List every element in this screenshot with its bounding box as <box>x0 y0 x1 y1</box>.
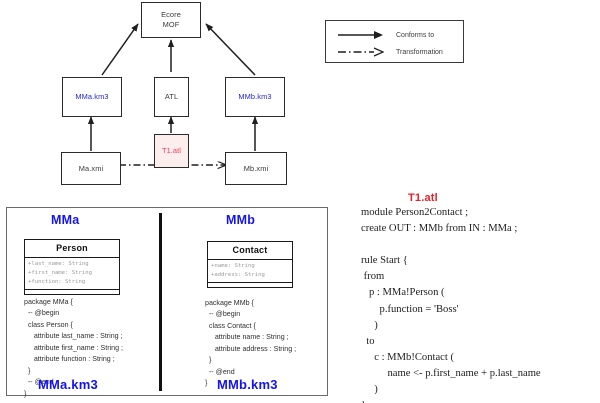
uml-class-contact: Contact +name: String +address: String <box>207 241 293 288</box>
node-ma-xmi: Ma.xmi <box>61 152 121 185</box>
legend-label-transformation: Transformation <box>396 48 443 56</box>
arrow-mma-to-ecore <box>101 23 139 76</box>
mma-km3-code: package MMa { -- @begin class Person { a… <box>24 298 123 398</box>
node-t1-atl-label: T1.atl <box>161 146 182 155</box>
node-ecore-mof: Ecore MOF <box>141 2 201 38</box>
node-mmb-km3: MMb.km3 <box>225 77 285 117</box>
uml-class-person: Person +last_name: String +first_name: S… <box>24 239 120 295</box>
legend-item-conforms-to: Conforms to <box>338 30 434 40</box>
dashed-arrow-icon <box>338 47 384 57</box>
uml-attribute: +first_name: String <box>28 269 92 276</box>
node-mma-km3-label: MMa.km3 <box>75 92 109 101</box>
node-mmb-km3-label: MMb.km3 <box>238 92 272 101</box>
legend: Conforms to Transformation <box>325 20 464 63</box>
mma-km3-file-label: MMa.km3 <box>38 377 98 392</box>
uml-class-person-attributes: +last_name: String +first_name: String +… <box>25 258 119 290</box>
legend-item-transformation: Transformation <box>338 47 443 57</box>
uml-class-contact-operations <box>208 283 292 287</box>
mmb-km3-file-label: MMb.km3 <box>217 377 278 392</box>
uml-class-contact-name: Contact <box>208 242 292 260</box>
mmb-km3-code: package MMb { -- @begin class Contact { … <box>205 299 297 388</box>
t1-atl-title: T1.atl <box>408 192 438 204</box>
solid-arrow-icon <box>338 31 383 39</box>
mma-title: MMa <box>51 213 80 227</box>
node-t1-atl: T1.atl <box>154 134 189 168</box>
t1-atl-code: module Person2Contact ; create OUT : MMb… <box>361 207 541 403</box>
node-atl: ATL <box>154 77 189 117</box>
uml-attribute: +last_name: String <box>28 260 89 267</box>
arrow-mmb-to-ecore <box>205 23 256 76</box>
node-mb-xmi-label: Mb.xmi <box>243 163 269 173</box>
node-mma-km3: MMa.km3 <box>62 77 122 117</box>
mmb-title: MMb <box>226 213 256 227</box>
node-ecore-line-2: MOF <box>162 20 180 29</box>
uml-attribute: +address: String <box>211 271 265 278</box>
node-mb-xmi: Mb.xmi <box>225 152 287 185</box>
uml-attribute: +function: String <box>28 278 86 285</box>
metamodel-panel <box>6 207 328 396</box>
node-ma-xmi-label: Ma.xmi <box>78 163 104 173</box>
uml-class-person-name: Person <box>25 240 119 258</box>
legend-label-conforms-to: Conforms to <box>396 31 435 39</box>
node-atl-label: ATL <box>164 92 179 101</box>
uml-class-contact-attributes: +name: String +address: String <box>208 260 292 283</box>
uml-class-person-operations <box>25 290 119 294</box>
node-ecore-line-1: Ecore <box>161 10 181 20</box>
uml-attribute: +name: String <box>211 262 255 269</box>
metamodel-panel-divider <box>159 213 163 391</box>
